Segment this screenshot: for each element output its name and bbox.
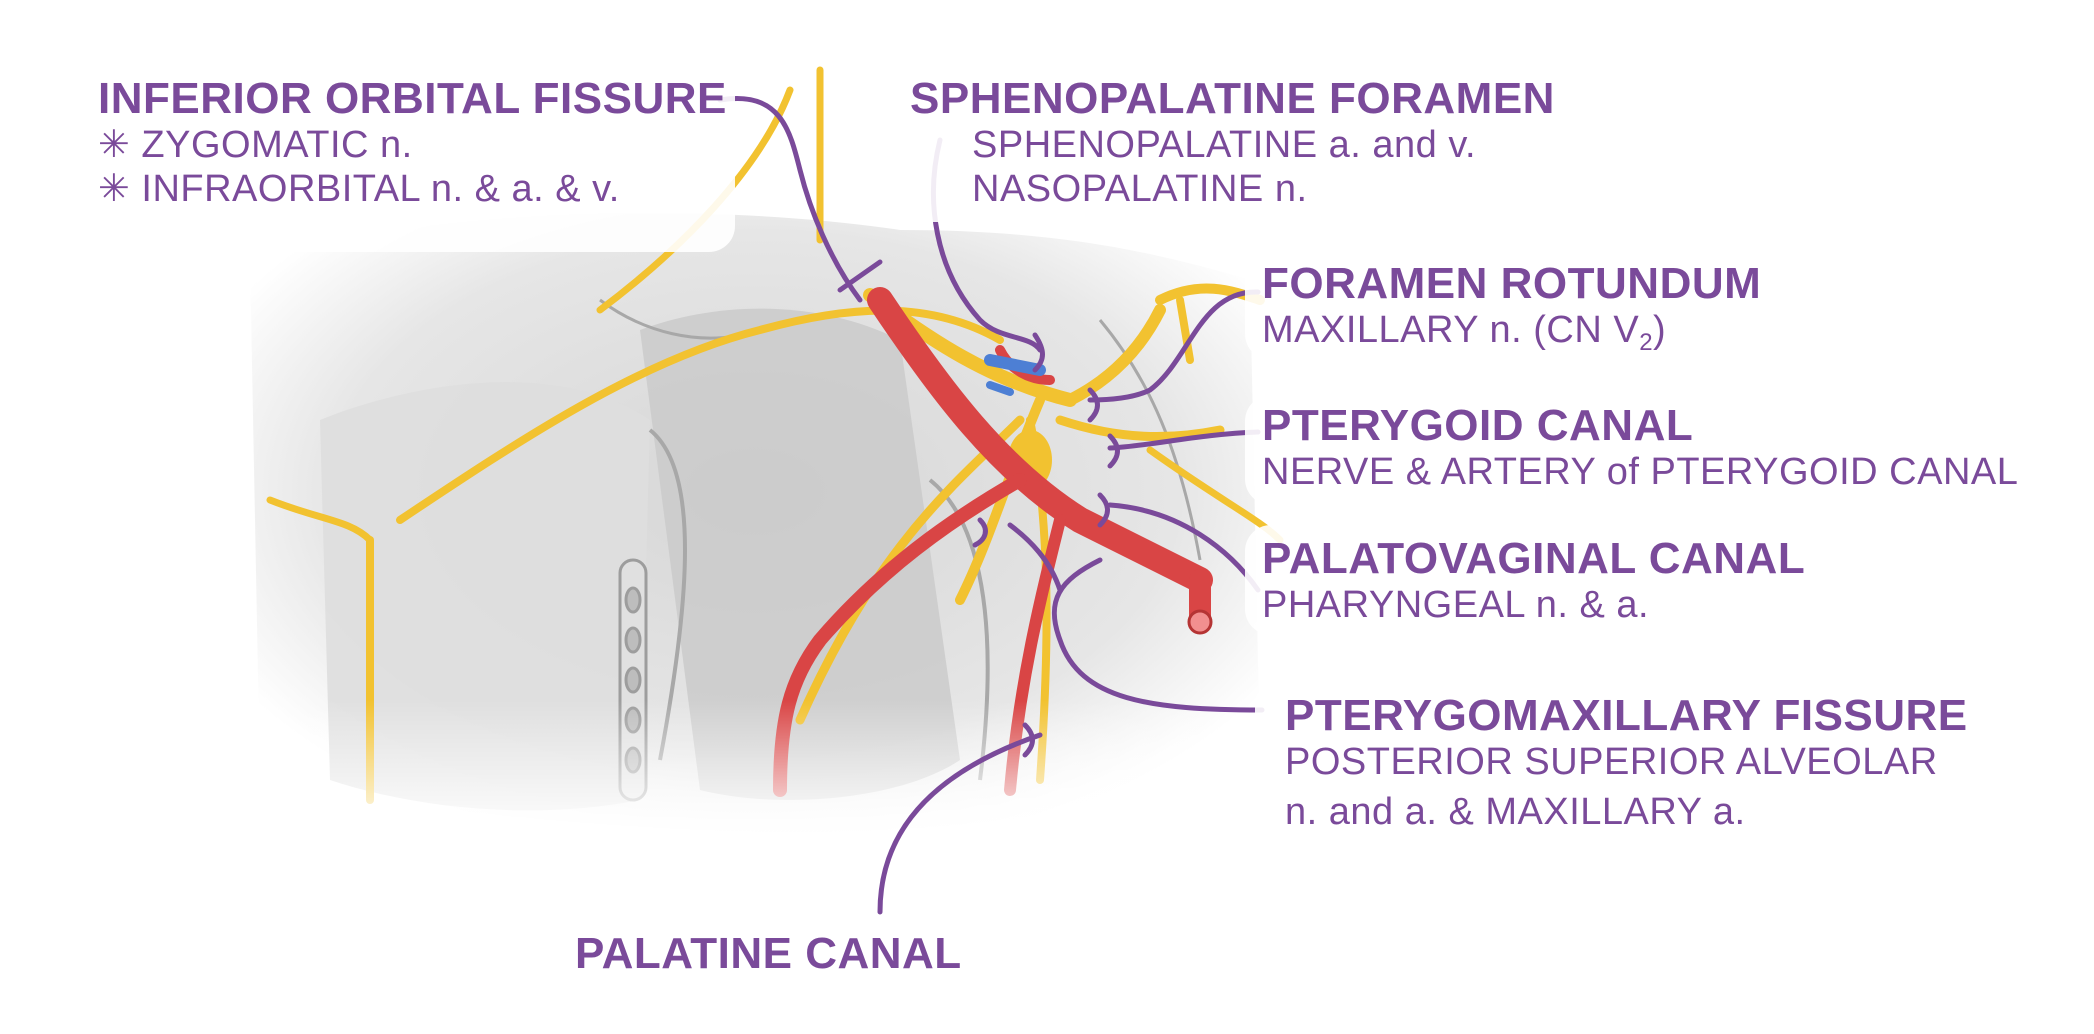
palatine-canal-title: PALATINE CANAL xyxy=(575,929,962,978)
pterygoid-canal-title: PTERYGOID CANAL xyxy=(1262,401,1694,450)
label-palatine-canal: PALATINE CANAL xyxy=(575,930,962,978)
pterygoid-canal-backdrop xyxy=(1245,395,2075,505)
maxilla-contour xyxy=(648,428,687,761)
sphenoid-contour xyxy=(1098,319,1202,561)
leader-pterygomaxillary-tick-a xyxy=(1007,522,1063,593)
palatovaginal-canal-backdrop xyxy=(1245,525,1845,635)
leader-pterygoid-canal xyxy=(1107,429,1261,451)
pterygoid-canal-item: NERVE & ARTERY of PTERYGOID CANAL xyxy=(1262,451,2019,493)
foramen-rotundum-item-prefix: MAXILLARY n. (CN V xyxy=(1262,309,1640,351)
vein-stub xyxy=(986,381,1014,396)
inferior-orbital-fissure-item: ✳ INFRAORBITAL n. & a. & v. xyxy=(98,168,620,210)
foramen-rotundum-item: MAXILLARY n. (CN V2) xyxy=(1262,308,1761,365)
leader-pterygomaxillary-fissure xyxy=(1051,557,1265,713)
leader-inferior-orbital-fissure-tick xyxy=(837,259,883,293)
pterygomaxillary-fissure-backdrop xyxy=(1255,680,2035,850)
label-pterygoid-canal: PTERYGOID CANAL NERVE & ARTERY of PTERYG… xyxy=(1262,402,2018,494)
artery-cut-end xyxy=(1187,609,1213,635)
foramen-rotundum-backdrop xyxy=(1245,245,1785,360)
leader-palatine-canal xyxy=(877,732,1043,915)
vein xyxy=(984,354,1046,376)
leader-lines xyxy=(717,96,1265,915)
leader-foramen-rotundum xyxy=(1087,289,1261,403)
inferior-orbital-fissure-title: INFERIOR ORBITAL FISSURE xyxy=(98,74,727,123)
label-palatovaginal-canal: PALATOVAGINAL CANAL PHARYNGEAL n. & a. xyxy=(1262,535,1805,627)
foramen-rotundum-item-subscript: 2 xyxy=(1639,329,1654,356)
inferior-orbital-fissure-backdrop xyxy=(85,62,735,252)
sphenopalatine-foramen-item: NASOPALATINE n. xyxy=(972,168,1308,210)
bottom-fade xyxy=(200,700,1400,840)
pterygomaxillary-fissure-title: PTERYGOMAXILLARY FISSURE xyxy=(1285,691,1968,740)
leader-foramen-rotundum-tick xyxy=(1087,387,1100,423)
leader-pterygomaxillary-tick-b xyxy=(972,517,988,548)
leader-sphenopalatine-tick xyxy=(1032,332,1045,373)
foramen-rotundum-title: FORAMEN ROTUNDUM xyxy=(1262,259,1762,308)
leader-palatine-canal-tick xyxy=(1022,722,1035,758)
sphenopalatine-foramen-title: SPHENOPALATINE FORAMEN xyxy=(910,74,1555,123)
foramen-rotundum-item-suffix: ) xyxy=(1653,309,1667,351)
label-inferior-orbital-fissure: INFERIOR ORBITAL FISSURE ✳ ZYGOMATIC n. … xyxy=(98,75,727,211)
pterygomaxillary-fissure-item: POSTERIOR SUPERIOR ALVEOLAR xyxy=(1285,741,1938,783)
palatovaginal-canal-title: PALATOVAGINAL CANAL xyxy=(1262,534,1806,583)
inferior-orbital-fissure-item: ✳ ZYGOMATIC n. xyxy=(98,124,413,166)
palatovaginal-canal-item: PHARYNGEAL n. & a. xyxy=(1262,584,1650,626)
sphenopalatine-foramen-item: SPHENOPALATINE a. and v. xyxy=(972,124,1477,166)
bone-plate-dark xyxy=(640,308,960,800)
label-pterygomaxillary-fissure: PTERYGOMAXILLARY FISSURE POSTERIOR SUPER… xyxy=(1285,692,1968,834)
leader-palatovaginal-canal-tick xyxy=(1097,492,1110,528)
label-foramen-rotundum: FORAMEN ROTUNDUM MAXILLARY n. (CN V2) xyxy=(1262,260,1761,365)
pterygomaxillary-fissure-item: n. and a. & MAXILLARY a. xyxy=(1285,791,1746,833)
leader-pterygoid-canal-tick xyxy=(1107,433,1120,469)
label-sphenopalatine-foramen: SPHENOPALATINE FORAMEN SPHENOPALATINE a.… xyxy=(910,75,1555,211)
sphenopalatine-foramen-backdrop xyxy=(892,62,1592,222)
leader-inferior-orbital-fissure xyxy=(717,96,863,303)
